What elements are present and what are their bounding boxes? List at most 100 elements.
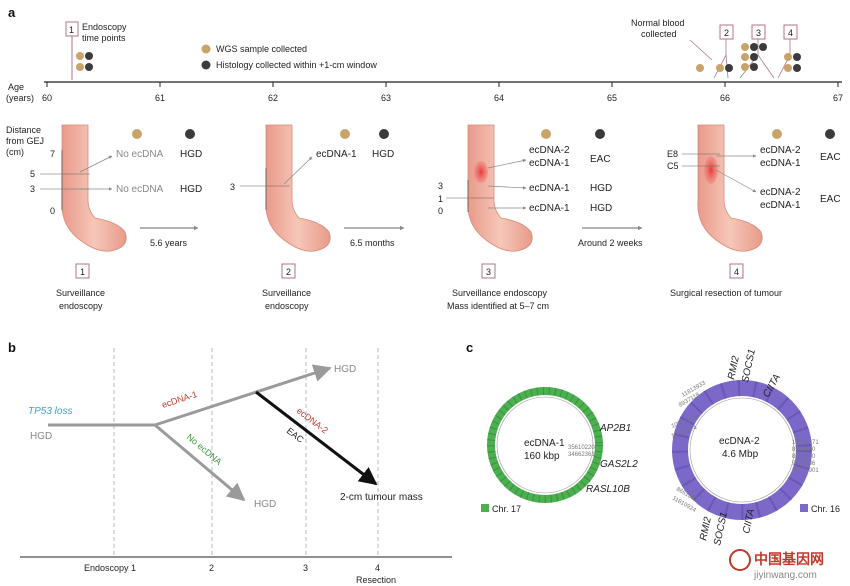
s3-wgs-header	[541, 129, 551, 139]
ecdna2-gene-socs1-bottom: SOCS1	[712, 511, 730, 546]
tumour-3	[474, 161, 488, 183]
s4-arrow-2	[715, 169, 757, 193]
age-tick-label: 66	[720, 93, 730, 103]
s3-arrow-2	[487, 185, 527, 190]
s2-arrow-1	[283, 156, 313, 185]
caption-box-4-number: 4	[734, 267, 739, 277]
s1-row1-hist: HGD	[180, 149, 202, 160]
s3-tick-0: 0	[438, 206, 443, 216]
ecdna2-branch-label: ecDNA-2	[295, 406, 330, 436]
distance-line2: from GEJ	[6, 136, 44, 146]
chr17-label: Chr. 17	[492, 504, 521, 514]
timepoint-dots-cluster	[696, 43, 801, 72]
normal-blood-line2: collected	[641, 29, 677, 39]
watermark-logo-icon	[729, 549, 751, 571]
ecdna2-gene-ciita-bottom: CIITA	[741, 508, 757, 535]
branch-ecdna1	[154, 364, 332, 427]
ecdna2-ring	[672, 380, 812, 520]
s3-caption1: Surveillance endoscopy	[452, 288, 548, 298]
phylogeny-gridlines	[113, 348, 379, 555]
s1-wgs-header	[132, 129, 142, 139]
ecdna1-name: ecDNA-1	[524, 438, 565, 449]
s3-row3-label: ecDNA-1	[529, 203, 570, 214]
legend-histology-text: Histology collected within +1-cm window	[216, 60, 377, 70]
s1-caption1: Surveillance	[56, 288, 105, 298]
caption-box-3-number: 3	[486, 267, 491, 277]
caption-box-2-number: 2	[286, 267, 291, 277]
caption-box-1	[75, 263, 90, 279]
caption-box-3	[481, 263, 496, 279]
tp4-box	[783, 24, 798, 40]
esophagus-3	[467, 124, 533, 252]
hgd-top-label: HGD	[334, 364, 356, 375]
s4-caption1: Surgical resection of tumour	[670, 288, 782, 298]
s2-wgs-header	[340, 129, 350, 139]
s3-arrow-1	[487, 158, 527, 169]
interval-2: 6.5 months	[350, 238, 395, 248]
hgd-root-label: HGD	[30, 431, 52, 442]
esophagus-4	[697, 124, 763, 252]
ecdna2-coord-right-2: 8555460	[792, 454, 816, 460]
s3-tick-3: 3	[438, 181, 443, 191]
age-label-line1: Age	[8, 82, 24, 92]
axis-4: 4	[375, 563, 380, 573]
tp53-label: TP53 loss	[28, 406, 72, 417]
timepoint1-wgs-dot	[76, 52, 84, 60]
age-tick-label: 61	[155, 93, 165, 103]
s2-row1-hist: HGD	[372, 149, 394, 160]
age-tick-label: 67	[833, 93, 843, 103]
tp3-box	[751, 24, 766, 40]
s1-caption2: endoscopy	[59, 301, 103, 311]
ecdna2-size: 4.6 Mbp	[722, 449, 759, 460]
watermark-cn: 中国基因网	[754, 551, 824, 567]
esophagus-1	[61, 124, 127, 252]
tumour-4	[704, 156, 718, 184]
s4-row1-label: ecDNA-2	[760, 145, 801, 156]
chr17-swatch	[481, 504, 489, 512]
axis-2: 2	[209, 563, 214, 573]
s1-tick-5: 5	[30, 169, 35, 179]
tp4-box-number: 4	[788, 28, 793, 38]
legend-endoscopy-line2: time points	[82, 33, 126, 43]
distance-line3: (cm)	[6, 147, 24, 157]
axis-resection: Resection	[356, 575, 396, 585]
s3-row1-label2: ecDNA-1	[529, 158, 570, 169]
chr16-label: Chr. 16	[811, 504, 840, 514]
ecdna2-coord-right-4: 10271901	[792, 468, 819, 474]
ecdna1-gene-ap2b1: AP2B1	[599, 423, 631, 434]
caption-box-1-number: 1	[80, 267, 85, 277]
s3-row2-label: ecDNA-1	[529, 183, 570, 194]
s3-hist-header	[595, 129, 605, 139]
panel-c-label: c	[466, 340, 473, 355]
ecdna1-coord-2: 34662361	[568, 452, 595, 458]
chr16-swatch	[800, 504, 808, 512]
timepoint1-hist-dot	[85, 52, 93, 60]
age-tick-label: 65	[607, 93, 617, 103]
watermark-url: jiyinwang.com	[753, 570, 817, 581]
hgd-bottom-label: HGD	[254, 499, 276, 510]
age-tick-label: 63	[381, 93, 391, 103]
panel-b-label: b	[8, 340, 16, 355]
s4-row2-label: ecDNA-2	[760, 187, 801, 198]
legend-endoscopy-line1: Endoscopy	[82, 22, 127, 32]
s2-row1-label: ecDNA-1	[316, 149, 357, 160]
s4-hist-header	[825, 129, 835, 139]
ecdna2-coord-right-3: 9464036	[792, 461, 816, 467]
s2-caption2: endoscopy	[265, 301, 309, 311]
panel-a-label: a	[8, 5, 16, 20]
ecdna2-name: ecDNA-2	[719, 436, 760, 447]
ecdna2-coords: 11813933 8937118 10382174 10382174 10215…	[671, 380, 820, 514]
s4-row2-hist: EAC	[820, 194, 841, 205]
caption-box-2	[281, 263, 296, 279]
s3-row1-hist: EAC	[590, 154, 611, 165]
ecdna2-gene-socs1-top: SOCS1	[740, 348, 758, 383]
ecdna2-gene-rmi2-bottom: RMI2	[698, 516, 714, 542]
s1-row1-label: No ecDNA	[116, 149, 164, 160]
normal-blood-pointer	[689, 39, 713, 61]
age-tick-label: 60	[42, 93, 52, 103]
ecdna2-coord-right-0: 10215871	[792, 440, 819, 446]
age-tick-label: 62	[268, 93, 278, 103]
legend-wgs-dot	[201, 44, 211, 54]
